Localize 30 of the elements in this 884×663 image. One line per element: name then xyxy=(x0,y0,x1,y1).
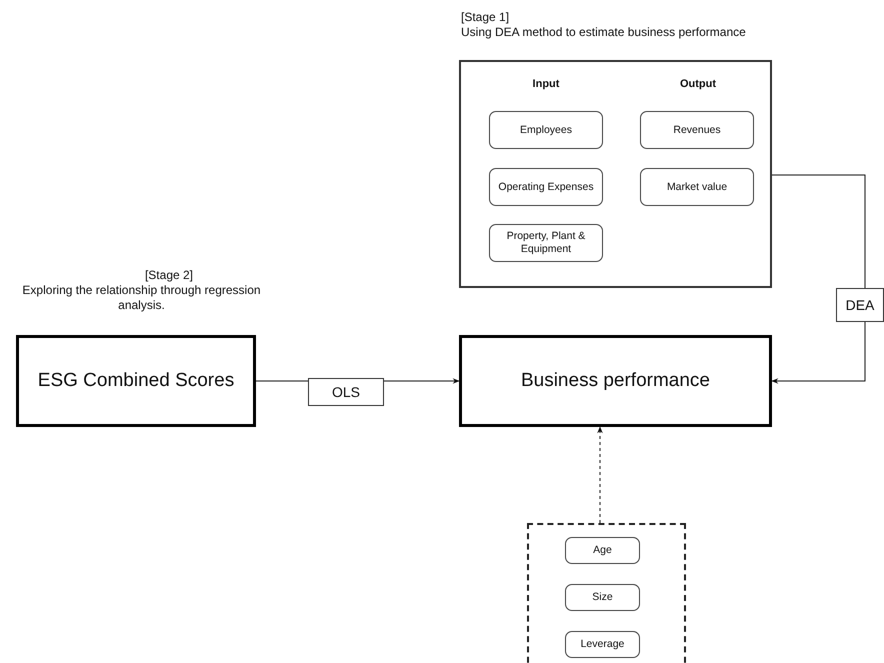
arrow xyxy=(597,426,603,524)
node-label: ESG Combined Scores xyxy=(38,370,234,392)
dashed-group-box xyxy=(527,523,686,663)
edge-label: DEA xyxy=(836,288,884,322)
node-label: Size xyxy=(592,591,613,604)
item-box xyxy=(565,631,640,658)
item-box xyxy=(489,224,603,262)
node-label: Leverage xyxy=(580,638,624,651)
item-box xyxy=(489,111,603,149)
item-box xyxy=(640,111,754,149)
process-box xyxy=(459,335,772,427)
node-label: Operating Expenses xyxy=(498,180,594,194)
node-label: Business performance xyxy=(520,370,710,392)
item-box xyxy=(640,168,754,206)
column-heading: Output xyxy=(678,78,718,92)
node-label: Property, Plant & Equipment xyxy=(506,230,586,256)
stage-heading: [Stage 2] xyxy=(144,268,194,284)
stage-description: Exploring the relationship through regression analysis. xyxy=(21,283,262,314)
stage-description: Using DEA method to estimate business performance xyxy=(461,25,747,41)
arrow xyxy=(771,174,866,384)
item-box xyxy=(489,168,603,206)
stage-heading: [Stage 1] xyxy=(461,10,510,26)
edge-label: OLS xyxy=(308,378,384,406)
node-label: Market value xyxy=(666,180,728,194)
item-box xyxy=(565,537,640,564)
node-label: Revenues xyxy=(673,124,721,136)
item-box xyxy=(565,584,640,611)
node-label: Employees xyxy=(520,124,572,136)
node-label: Age xyxy=(593,544,612,557)
column-heading: Input xyxy=(532,78,560,92)
